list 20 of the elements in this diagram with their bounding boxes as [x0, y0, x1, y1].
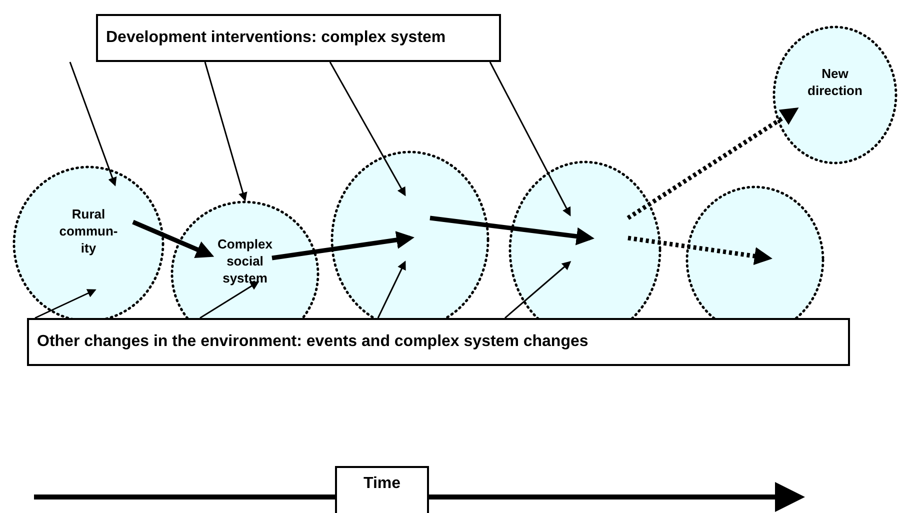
arrow	[34, 289, 96, 319]
node-text: Time	[363, 475, 401, 493]
arrow	[504, 261, 572, 319]
node-text: Other changes in the environment: events and complex system changes	[37, 333, 588, 351]
text-box	[335, 466, 429, 513]
arrow	[200, 281, 260, 319]
text-box	[27, 318, 850, 366]
arrow	[628, 236, 772, 265]
node-text: Development interventions: complex system	[106, 29, 446, 47]
node-text: New direction	[806, 66, 864, 100]
text-box	[96, 14, 501, 62]
system-circle	[772, 25, 898, 165]
arrow	[489, 62, 571, 216]
node-text: Rural commun- ity	[58, 206, 119, 258]
arrow	[69, 62, 117, 186]
arrow	[626, 108, 799, 220]
node-text: Complex social system	[216, 236, 274, 288]
arrow	[377, 260, 406, 318]
arrow	[204, 62, 248, 202]
arrow	[329, 62, 406, 196]
